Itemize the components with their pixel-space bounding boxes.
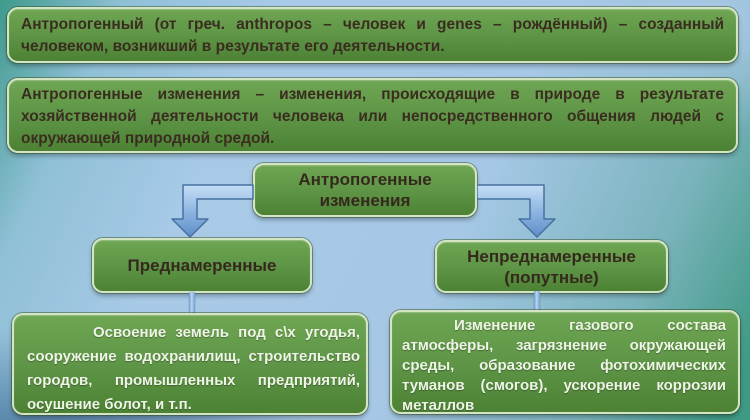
definition-box-anthropogenic: Антропогенный (от греч. anthropos – чело… [7,7,738,63]
detail-box-unintentional: Изменение газового состава атмосферы, за… [390,310,740,414]
elbow-arrow-right-icon [477,184,556,238]
diagram-node-intentional: Преднамеренные [92,238,312,293]
connector-line-right [534,291,540,312]
diagram-root-node: Антропогенные изменения [253,163,477,217]
diagram-node-unintentional: Непреднамеренные (попутные) [435,240,668,293]
definition-text-anthropogenic: Антропогенный (от греч. anthropos – чело… [21,16,724,55]
definition-text-anthropogenic-changes: Антропогенные изменения – изменения, про… [21,86,724,147]
definition-box-anthropogenic-changes: Антропогенные изменения – изменения, про… [7,78,738,153]
detail-text-unintentional: Изменение газового состава атмосферы, за… [402,317,726,414]
diagram-node-intentional-label: Преднамеренные [127,255,277,275]
elbow-arrow-left-icon [171,184,254,238]
diagram-node-unintentional-label: Непреднамеренные (попутные) [467,246,636,287]
detail-text-intentional: Освоение земель под с\х угодья, сооружен… [27,324,360,413]
diagram-root-label: Антропогенные изменения [298,170,432,210]
detail-box-intentional: Освоение земель под с\х угодья, сооружен… [12,313,368,415]
connector-line-left [189,292,195,315]
